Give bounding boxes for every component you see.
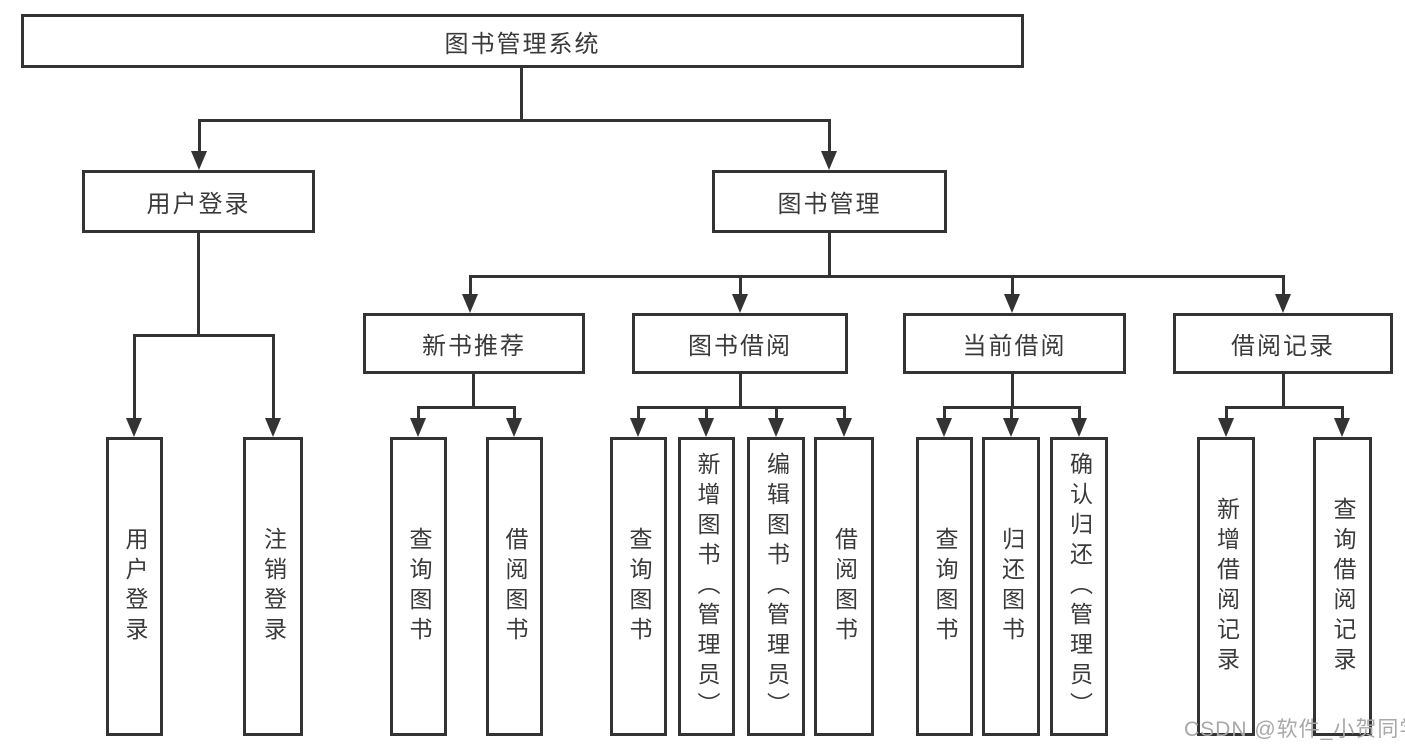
leaf-borrow-books-label: 借阅图书 bbox=[831, 526, 858, 647]
arrow-down-icon bbox=[265, 418, 281, 437]
leaf-recommend-query-books: 查询图书 bbox=[390, 437, 447, 736]
leaf-recommend-query-books-label: 查询图书 bbox=[406, 526, 432, 647]
leaf-borrow-books: 借阅图书 bbox=[814, 437, 874, 736]
leaf-edit-books-admin-label: 编辑图书（管理员） bbox=[763, 451, 790, 722]
connector-line bbox=[513, 406, 516, 420]
leaf-return-books-label: 归还图书 bbox=[998, 526, 1025, 647]
connector-line bbox=[1225, 406, 1228, 420]
arrow-down-icon bbox=[1218, 418, 1234, 437]
node-user-login-group: 用户登录 bbox=[82, 170, 315, 233]
node-book-management: 图书管理 bbox=[712, 170, 947, 233]
arrow-down-icon bbox=[768, 418, 784, 437]
arrow-down-icon bbox=[836, 418, 852, 437]
leaf-recommend-borrow-books-label: 借阅图书 bbox=[502, 526, 528, 647]
connector-line bbox=[198, 119, 201, 152]
connector-line bbox=[1282, 275, 1285, 295]
leaf-return-books: 归还图书 bbox=[982, 437, 1040, 736]
node-current-borrowing: 当前借阅 bbox=[903, 313, 1126, 374]
arrow-down-icon bbox=[630, 418, 646, 437]
connector-line bbox=[1078, 406, 1081, 420]
leaf-logout: 注销登录 bbox=[243, 437, 303, 736]
connector-line bbox=[828, 233, 831, 278]
connector-line bbox=[472, 374, 475, 409]
node-current-borrowing-label: 当前借阅 bbox=[962, 333, 1067, 360]
node-root-label: 图书管理系统 bbox=[444, 30, 601, 58]
connector-line bbox=[1011, 374, 1014, 409]
leaf-borrowing-query-books-label: 查询图书 bbox=[626, 526, 652, 647]
arrow-down-icon bbox=[462, 294, 478, 313]
leaf-add-borrow-record: 新增借阅记录 bbox=[1197, 437, 1255, 736]
node-book-borrowing-label: 图书借阅 bbox=[688, 333, 792, 360]
connector-line bbox=[1011, 275, 1014, 295]
arrow-down-icon bbox=[410, 418, 426, 437]
connector-line bbox=[197, 233, 200, 336]
node-user-login-group-label: 用户登录 bbox=[146, 191, 251, 218]
node-borrowing-records: 借阅记录 bbox=[1173, 313, 1393, 374]
node-book-borrowing: 图书借阅 bbox=[632, 313, 848, 374]
connector-line bbox=[272, 334, 275, 418]
connector-line bbox=[637, 406, 846, 409]
connector-line bbox=[198, 119, 831, 122]
connector-line bbox=[739, 374, 742, 409]
connector-line bbox=[469, 275, 1285, 278]
node-book-management-label: 图书管理 bbox=[777, 191, 882, 218]
leaf-add-books-admin-label: 新增图书（管理员） bbox=[694, 451, 720, 722]
csdn-watermark: CSDN @软件_小贺同学 bbox=[1184, 718, 1405, 741]
leaf-logout-label: 注销登录 bbox=[260, 526, 287, 647]
connector-line bbox=[133, 334, 275, 337]
arrow-down-icon bbox=[1071, 418, 1087, 437]
leaf-add-books-admin: 新增图书（管理员） bbox=[678, 437, 735, 736]
connector-line bbox=[637, 406, 640, 420]
leaf-current-query-books: 查询图书 bbox=[916, 437, 973, 736]
arrow-down-icon bbox=[732, 294, 748, 313]
leaf-add-borrow-record-label: 新增借阅记录 bbox=[1213, 496, 1240, 677]
leaf-recommend-borrow-books: 借阅图书 bbox=[486, 437, 543, 736]
connector-line bbox=[843, 406, 846, 420]
leaf-current-query-books-label: 查询图书 bbox=[932, 526, 958, 647]
leaf-user-login-label: 用户登录 bbox=[122, 526, 148, 647]
arrow-down-icon bbox=[1003, 418, 1019, 437]
leaf-confirm-return-admin: 确认归还（管理员） bbox=[1050, 437, 1108, 736]
connector-line bbox=[417, 406, 420, 420]
arrow-down-icon bbox=[936, 418, 952, 437]
leaf-borrowing-query-books: 查询图书 bbox=[610, 437, 667, 736]
connector-line bbox=[1341, 406, 1344, 420]
arrow-down-icon bbox=[126, 418, 142, 437]
node-new-book-recommend-label: 新书推荐 bbox=[422, 333, 526, 360]
arrow-down-icon bbox=[1004, 294, 1020, 313]
connector-line bbox=[133, 334, 136, 418]
arrow-down-icon bbox=[1275, 294, 1291, 313]
arrow-down-icon bbox=[821, 151, 837, 170]
arrow-down-icon bbox=[506, 418, 522, 437]
connector-line bbox=[943, 406, 946, 420]
node-root: 图书管理系统 bbox=[21, 14, 1024, 68]
connector-line bbox=[1282, 374, 1285, 409]
connector-line bbox=[1010, 406, 1013, 420]
leaf-query-borrow-record: 查询借阅记录 bbox=[1313, 437, 1372, 736]
leaf-user-login: 用户登录 bbox=[106, 437, 163, 736]
connector-line bbox=[520, 68, 523, 122]
connector-line bbox=[705, 406, 708, 420]
arrow-down-icon bbox=[1334, 418, 1350, 437]
leaf-query-borrow-record-label: 查询借阅记录 bbox=[1330, 496, 1356, 677]
node-new-book-recommend: 新书推荐 bbox=[363, 313, 585, 374]
leaf-edit-books-admin: 编辑图书（管理员） bbox=[747, 437, 805, 736]
leaf-confirm-return-admin-label: 确认归还（管理员） bbox=[1066, 451, 1093, 722]
arrow-down-icon bbox=[191, 151, 207, 170]
connector-line bbox=[417, 406, 516, 409]
connector-line bbox=[775, 406, 778, 420]
connector-line bbox=[1225, 406, 1344, 409]
node-borrowing-records-label: 借阅记录 bbox=[1231, 333, 1335, 360]
connector-line bbox=[469, 275, 472, 295]
connector-line bbox=[739, 275, 742, 295]
connector-line bbox=[828, 119, 831, 152]
arrow-down-icon bbox=[698, 418, 714, 437]
